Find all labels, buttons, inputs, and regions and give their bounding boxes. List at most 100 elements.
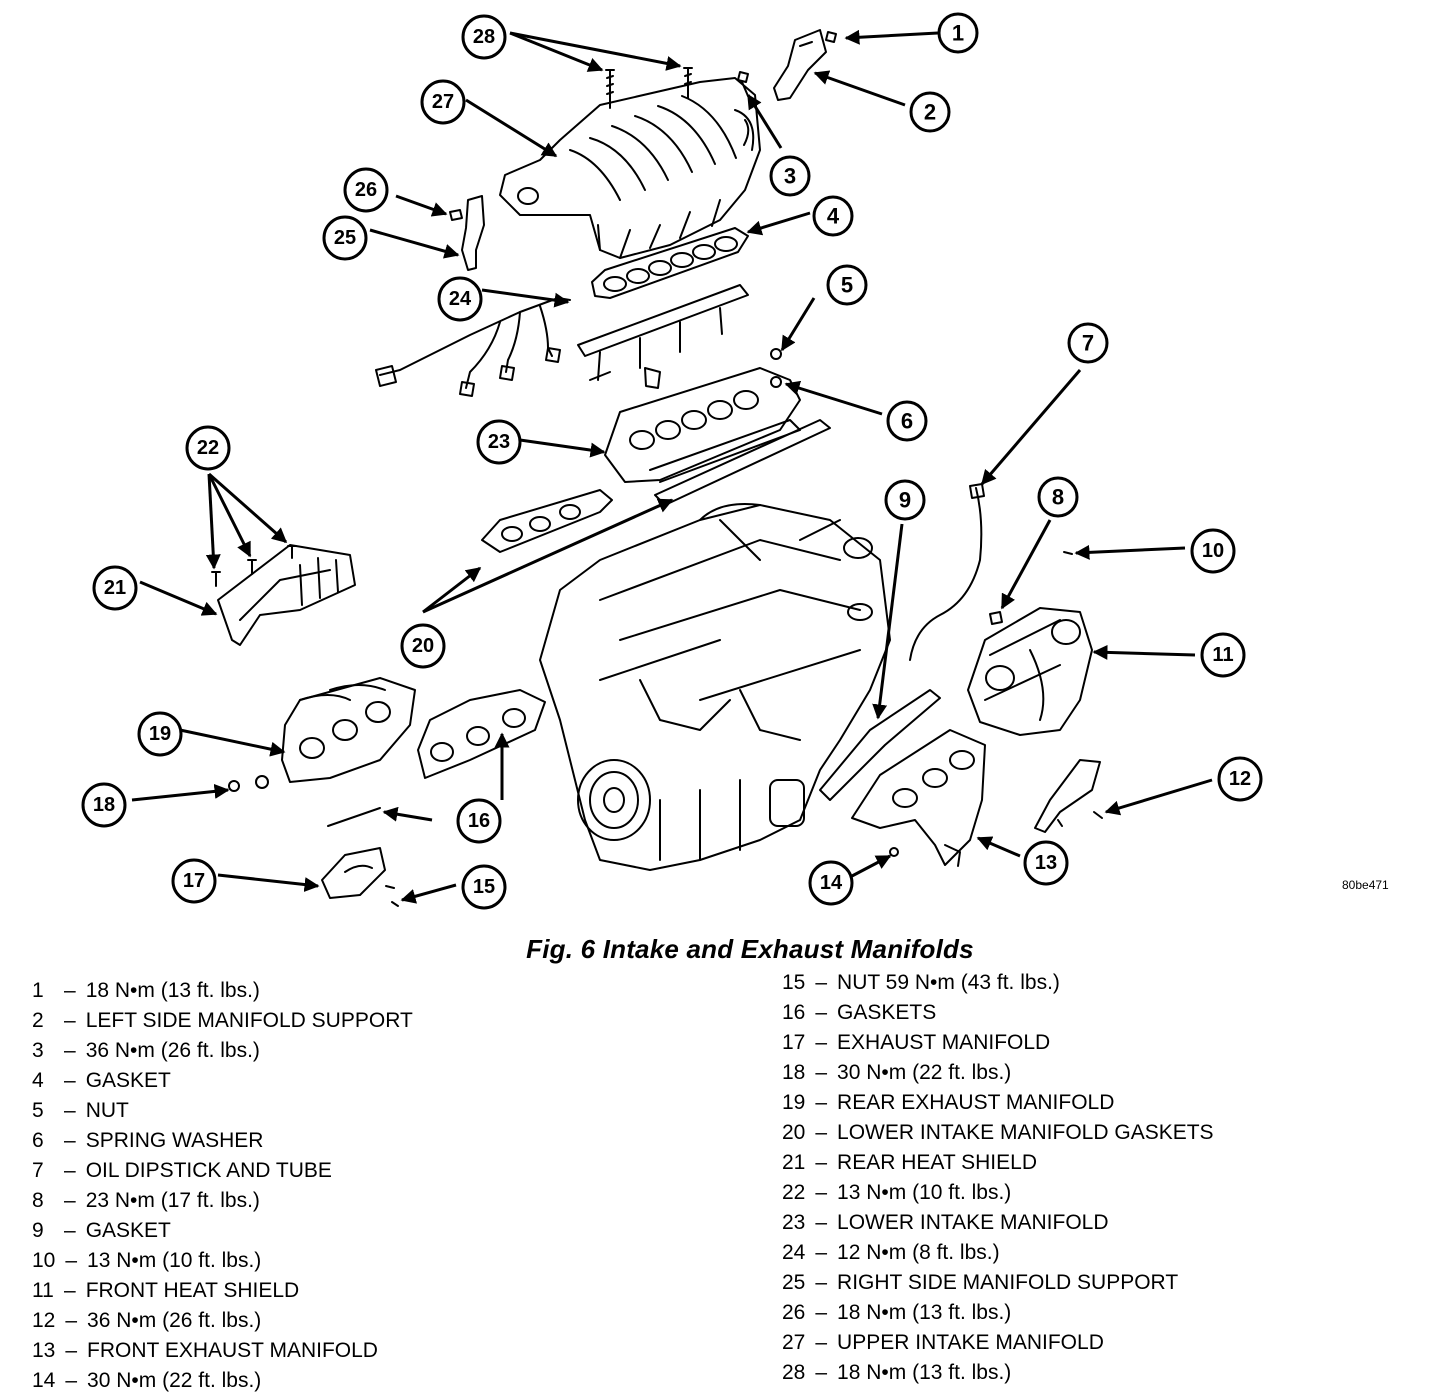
callout-6: 6 xyxy=(886,400,928,442)
callout-8: 8 xyxy=(1037,476,1079,518)
svg-text:24: 24 xyxy=(449,288,472,310)
callout-12: 12 xyxy=(1217,756,1263,802)
leader-28a xyxy=(509,31,604,72)
spring-washer-6 xyxy=(770,376,782,388)
callout-14: 14 xyxy=(808,860,854,906)
leader-3 xyxy=(746,93,783,149)
crankshaft-pulley xyxy=(577,759,651,841)
svg-text:15: 15 xyxy=(473,876,495,898)
leader-19 xyxy=(179,728,286,757)
legend-item-16: 16–GASKETS xyxy=(782,1001,937,1024)
svg-text:21: 21 xyxy=(104,577,126,599)
leader-8 xyxy=(1000,519,1052,610)
leader-16a xyxy=(382,806,433,822)
callout-21: 21 xyxy=(92,565,138,611)
front-heat-shield xyxy=(967,607,1093,736)
svg-text:25: 25 xyxy=(334,227,356,249)
callout-28: 28 xyxy=(461,14,507,60)
svg-text:5: 5 xyxy=(841,273,853,298)
legend-item-11: 11–FRONT HEAT SHIELD xyxy=(32,1279,300,1302)
nut-5 xyxy=(770,348,782,360)
nut-18-a xyxy=(228,780,240,792)
front-exhaust-manifold xyxy=(851,729,986,867)
leader-10 xyxy=(1074,544,1186,560)
leader-17 xyxy=(217,873,320,892)
callout-26: 26 xyxy=(343,167,389,213)
gasket-16-strip xyxy=(327,807,381,827)
svg-text:9: 9 xyxy=(899,488,911,513)
legend-item-24: 24–12 N•m (8 ft. lbs.) xyxy=(782,1241,1000,1264)
svg-text:16: 16 xyxy=(468,810,490,832)
svg-text:11: 11 xyxy=(1212,644,1233,666)
leader-22c xyxy=(208,472,288,544)
rear-exhaust-manifold xyxy=(281,677,416,783)
svg-text:17: 17 xyxy=(183,870,205,892)
fuel-rail xyxy=(577,284,749,389)
leader-9 xyxy=(872,523,904,720)
nut-14 xyxy=(889,847,899,857)
svg-text:19: 19 xyxy=(149,723,171,745)
legend-item-8: 8–23 N•m (17 ft. lbs.) xyxy=(32,1189,260,1212)
leader-15 xyxy=(400,883,457,904)
legend-item-10: 10–13 N•m (10 ft. lbs.) xyxy=(32,1249,262,1272)
legend-item-25: 25–RIGHT SIDE MANIFOLD SUPPORT xyxy=(782,1271,1179,1294)
bolt-8 xyxy=(989,611,1003,625)
bolt-28-right xyxy=(683,67,693,99)
legend-item-1: 1–18 N•m (13 ft. lbs.) xyxy=(32,979,260,1002)
callout-20: 20 xyxy=(400,623,446,669)
bolt-1 xyxy=(825,31,837,43)
legend-item-4: 4–GASKET xyxy=(32,1069,171,1092)
leader-1 xyxy=(844,29,939,45)
svg-text:22: 22 xyxy=(197,437,219,459)
leader-26 xyxy=(395,194,448,217)
svg-text:3: 3 xyxy=(784,164,796,189)
legend-item-6: 6–SPRING WASHER xyxy=(32,1129,264,1152)
callout-5: 5 xyxy=(826,264,868,306)
svg-text:2: 2 xyxy=(924,100,936,125)
callout-23: 23 xyxy=(476,419,522,465)
callout-2: 2 xyxy=(909,91,951,133)
callout-1: 1 xyxy=(937,12,979,54)
callout-10: 10 xyxy=(1190,528,1236,574)
lower-intake-manifold xyxy=(604,367,801,483)
callout-9: 9 xyxy=(884,479,926,521)
oil-dipstick-and-tube xyxy=(909,483,985,661)
svg-text:23: 23 xyxy=(488,431,510,453)
svg-text:20: 20 xyxy=(412,635,434,657)
bracket-12 xyxy=(1034,759,1101,833)
legend-item-14: 14–30 N•m (22 ft. lbs.) xyxy=(32,1369,262,1392)
svg-text:4: 4 xyxy=(827,204,840,229)
leader-25 xyxy=(369,228,460,259)
svg-text:1: 1 xyxy=(952,21,964,46)
leader-11 xyxy=(1092,644,1196,660)
legend-item-13: 13–FRONT EXHAUST MANIFOLD xyxy=(32,1339,378,1362)
leader-18 xyxy=(131,783,230,802)
leader-20b xyxy=(422,498,674,614)
bolt-22-a xyxy=(211,571,221,587)
bolt-12 xyxy=(1093,811,1103,819)
callout-18: 18 xyxy=(81,782,127,828)
legend-item-18: 18–30 N•m (22 ft. lbs.) xyxy=(782,1061,1012,1084)
callout-7: 7 xyxy=(1067,322,1109,364)
svg-text:10: 10 xyxy=(1202,540,1224,562)
leader-5 xyxy=(780,297,816,352)
upper-intake-gasket xyxy=(591,227,749,299)
callout-25: 25 xyxy=(322,215,368,261)
leader-14 xyxy=(851,854,892,878)
svg-text:18: 18 xyxy=(93,794,115,816)
legend-item-17: 17–EXHAUST MANIFOLD xyxy=(782,1031,1051,1054)
leader-6 xyxy=(784,380,883,416)
legend-item-21: 21–REAR HEAT SHIELD xyxy=(782,1151,1037,1174)
svg-text:7: 7 xyxy=(1082,331,1094,356)
leader-24 xyxy=(481,288,570,308)
legend-item-23: 23–LOWER INTAKE MANIFOLD xyxy=(782,1211,1109,1234)
callout-24: 24 xyxy=(437,276,483,322)
legend-item-7: 7–OIL DIPSTICK AND TUBE xyxy=(32,1159,332,1182)
callout-27: 27 xyxy=(420,79,466,125)
bolt-28-left xyxy=(605,69,615,109)
lower-intake-manifold-gaskets xyxy=(481,419,831,553)
upper-intake-manifold xyxy=(499,77,761,259)
svg-text:6: 6 xyxy=(901,409,913,434)
svg-text:28: 28 xyxy=(473,26,495,48)
rear-heat-shield xyxy=(217,544,356,646)
